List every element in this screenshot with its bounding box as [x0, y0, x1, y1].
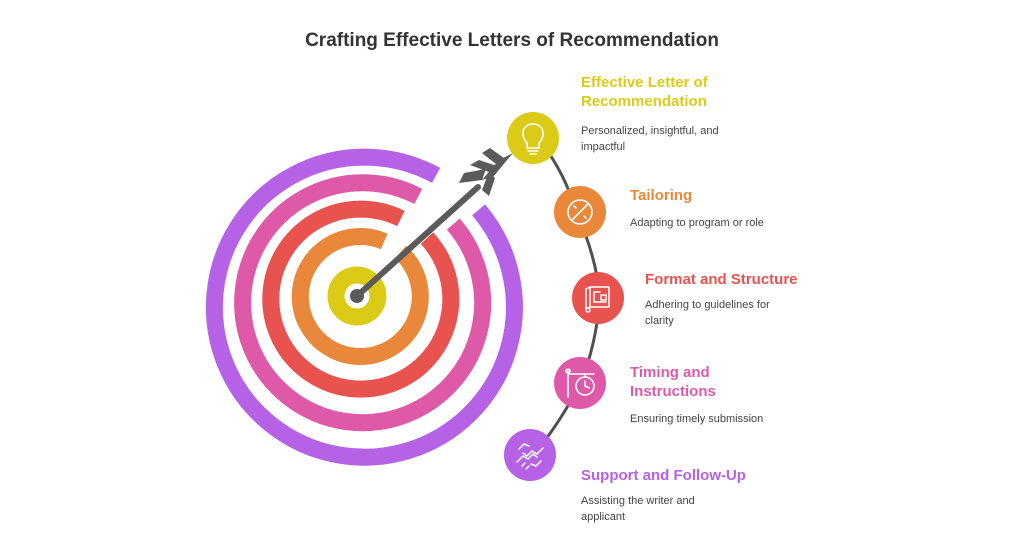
- step-node-3: [572, 272, 624, 324]
- step-5-desc-line2: applicant: [581, 511, 626, 523]
- target: [205, 148, 523, 466]
- target-ring-4: [291, 228, 429, 365]
- page-title: Crafting Effective Letters of Recommenda…: [305, 30, 719, 51]
- step-5-desc-line1: Assisting the writer and: [581, 495, 695, 507]
- handshake-icon: [516, 443, 544, 470]
- step-1-title-line1: Effective Letter of: [581, 74, 708, 91]
- target-bullseye: [327, 266, 387, 326]
- step-3-desc: Adhering to guidelines for clarity: [645, 297, 770, 329]
- arrow-shaft: [354, 184, 481, 299]
- step-4-desc-line1: Ensuring timely submission: [630, 413, 764, 425]
- step-node-2: [554, 186, 606, 238]
- timer-icon: [565, 368, 595, 398]
- step-3-desc-line2: clarity: [645, 315, 674, 327]
- step-1-desc-line1: Personalized, insightful, and: [581, 125, 719, 137]
- step-4-title-line1: Timing and: [630, 364, 710, 381]
- step-3-title: Format and Structure: [645, 270, 798, 289]
- step-3-title-line1: Format and Structure: [645, 271, 798, 288]
- step-1-title: Effective Letter of Recommendation: [581, 73, 708, 111]
- step-circle: [504, 429, 556, 481]
- arrow-feather-4: [482, 172, 495, 196]
- step-1-desc: Personalized, insightful, and impactful: [581, 123, 719, 155]
- step-5-desc: Assisting the writer and applicant: [581, 493, 695, 525]
- step-node-1: [507, 112, 559, 164]
- step-1-desc-line2: impactful: [581, 141, 626, 153]
- step-circle: [507, 112, 559, 164]
- arrow-feather-5: [482, 148, 504, 164]
- arrow-feather-2: [459, 169, 486, 183]
- target-ring-3: [262, 200, 460, 398]
- step-2-title: Tailoring: [630, 186, 692, 205]
- arrow: [350, 148, 513, 303]
- step-node-5: [504, 429, 556, 481]
- step-1-title-line2: Recommendation: [581, 93, 707, 110]
- compass-icon: [567, 199, 593, 225]
- step-4-title: Timing and Instructions: [630, 363, 716, 401]
- step-node-4: [554, 357, 606, 409]
- lightbulb-icon: [522, 123, 544, 155]
- blueprint-icon: [585, 286, 610, 313]
- step-5-title-line1: Support and Follow-Up: [581, 467, 746, 484]
- step-4-title-line2: Instructions: [630, 383, 716, 400]
- step-5-title: Support and Follow-Up: [581, 466, 746, 485]
- step-2-desc-line1: Adapting to program or role: [630, 217, 764, 229]
- step-2-title-line1: Tailoring: [630, 187, 693, 204]
- step-3-desc-line1: Adhering to guidelines for: [645, 299, 770, 311]
- arrow-tip: [350, 289, 364, 303]
- step-2-desc: Adapting to program or role: [630, 215, 764, 231]
- arrow-feather-3: [470, 160, 497, 172]
- step-4-desc: Ensuring timely submission: [630, 411, 763, 427]
- target-ring-outer: [205, 148, 523, 466]
- step-circle: [572, 272, 624, 324]
- target-ring-2: [234, 174, 492, 432]
- step-circle: [554, 357, 606, 409]
